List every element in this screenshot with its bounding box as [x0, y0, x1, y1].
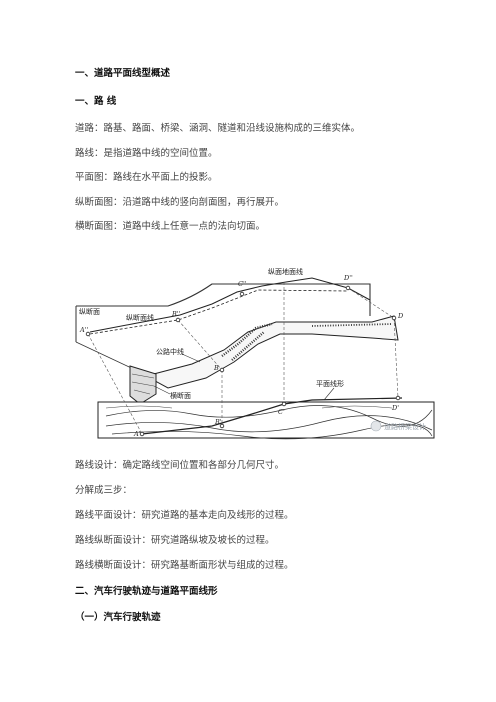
- label-ground-line: 纵面地面线: [268, 267, 303, 276]
- paragraph-profile: 纵断面图：沿道路中线的竖向剖面图，再行展开。: [75, 197, 285, 208]
- label-cross-section: 横断面: [170, 391, 191, 400]
- label-road-centerline: 公路中线: [156, 347, 184, 356]
- road-geometry-figure: 纵断面 纵断面线 纵面地面线 公路中线 横断面 平面线形 A'' B'' C''…: [72, 258, 438, 442]
- heading-vehicle-track: 二、汽车行驶轨迹与道路平面线形: [75, 586, 218, 597]
- cross-section: [129, 365, 157, 405]
- paragraph-plan: 平面图：路线在水平面上的投影。: [75, 172, 218, 183]
- point-a-top: A'': [79, 326, 88, 334]
- label-profile-plane: 纵断面: [79, 307, 100, 316]
- point-c-top: C'': [238, 280, 247, 288]
- watermark: 道路桥梁设计: [370, 420, 426, 432]
- point-d-top: D'': [343, 274, 353, 282]
- paragraph-route-design: 路线设计：确定路线空间位置和各部分几何尺寸。: [75, 460, 285, 471]
- point-d-low: D': [391, 404, 399, 412]
- profile-ground-line: [89, 277, 371, 333]
- paragraph-route: 路线：是指道路中线的空间位置。: [75, 148, 218, 159]
- paragraph-three-steps: 分解成三步：: [75, 485, 133, 496]
- label-profile-line: 纵断面线: [126, 313, 154, 322]
- profile-design-line: [89, 289, 349, 335]
- point-c-low: C': [278, 408, 285, 416]
- paragraph-plan-design: 路线平面设计：研究道路的基本走向及线形的过程。: [75, 510, 294, 521]
- point-b-mid: B: [213, 364, 219, 372]
- profile-plane: [76, 283, 371, 316]
- paragraph-profile-design: 路线纵断面设计：研究道路纵坡及坡长的过程。: [75, 535, 275, 546]
- road-body: [144, 315, 399, 389]
- wechat-logo-icon: [370, 420, 382, 432]
- paragraph-cross-section: 横断面图：道路中线上任意一点的法向切面。: [75, 221, 266, 232]
- paragraph-cross-section-design: 路线横断面设计：研究路基断面形状与组成的过程。: [75, 560, 294, 571]
- paragraph-road: 道路：路基、路面、桥梁、涵洞、隧道和沿线设施构成的三维实体。: [75, 123, 361, 134]
- heading-vehicle-track-sub: （一）汽车行驶轨迹: [75, 612, 161, 623]
- heading-route: 一、路 线: [75, 96, 117, 107]
- point-d-mid: D: [397, 312, 404, 320]
- heading-overview: 一、道路平面线型概述: [75, 68, 171, 79]
- point-b-top: B'': [171, 310, 181, 318]
- point-b-low: B': [214, 418, 222, 426]
- watermark-text: 道路桥梁设计: [384, 422, 426, 431]
- plan-alignment-line: [141, 397, 403, 435]
- label-plan-alignment: 平面线形: [316, 379, 344, 388]
- point-a-low: A': [133, 430, 141, 438]
